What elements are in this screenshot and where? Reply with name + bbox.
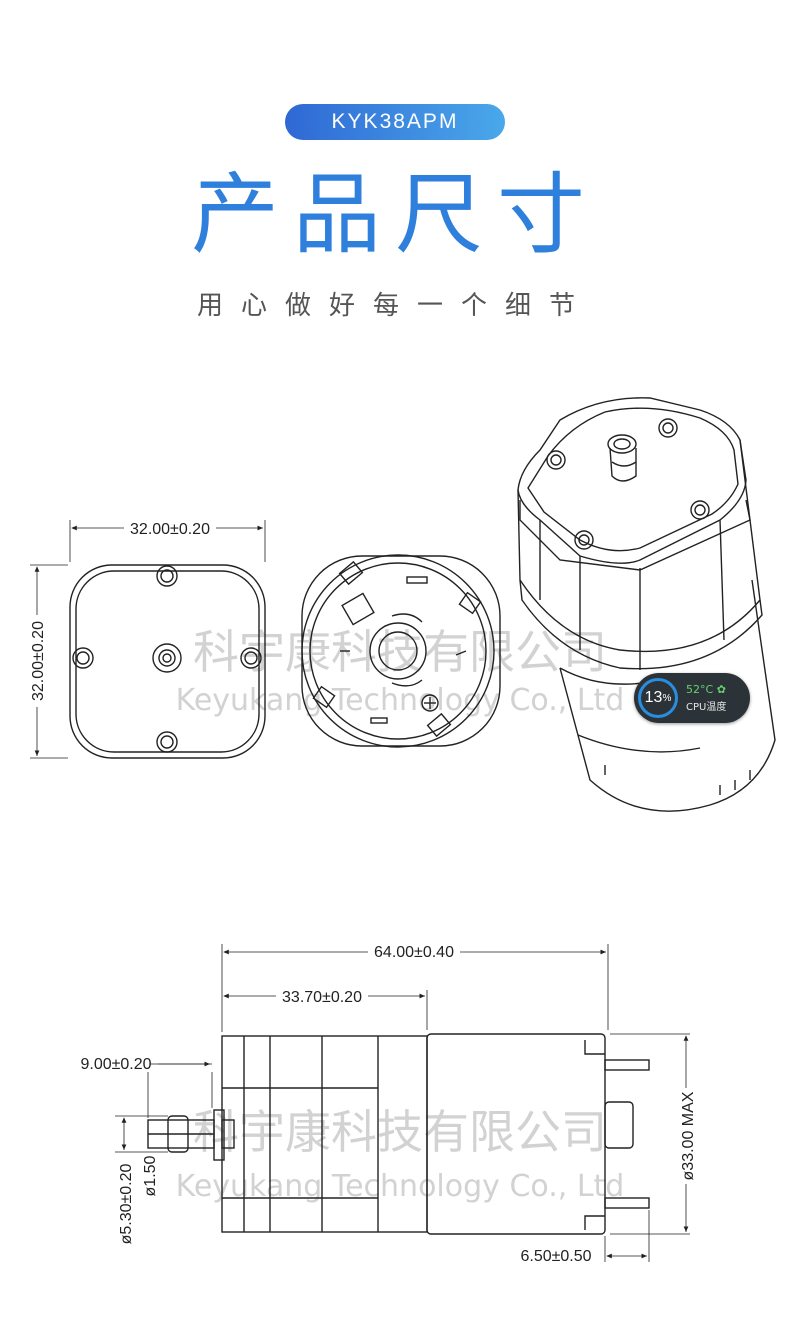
gearbox-length-dimension: 33.70±0.20 <box>282 989 362 1006</box>
product-perspective-drawing <box>517 397 776 812</box>
page-subtitle: 用心做好每一个细节 <box>196 291 593 321</box>
nozzle-inner-diameter-dimension: ø1.50 <box>142 1155 159 1196</box>
watermark-en-bottom: Keyukang Technology Co., Ltd <box>176 1169 625 1204</box>
watermark-cn-top: 科宇康科技有限公司 <box>193 625 607 679</box>
cpu-temperature-widget[interactable]: 13% 52°C ✿ CPU温度 <box>634 673 750 723</box>
motor-diameter-dimension: ø33.00 MAX <box>680 1091 697 1180</box>
top-height-dimension: 32.00±0.20 <box>30 621 47 701</box>
cpu-usage-unit: % <box>662 692 672 704</box>
bottom-view-drawing <box>301 554 501 748</box>
watermark-cn-bottom: 科宇康科技有限公司 <box>193 1105 607 1159</box>
top-width-dimension: 32.00±0.20 <box>130 521 210 538</box>
cpu-temperature-value: 52°C <box>686 683 714 696</box>
nozzle-length-dimension: 9.00±0.20 <box>80 1056 151 1073</box>
side-view-drawing <box>115 944 690 1262</box>
model-badge: KYK38APM <box>285 104 505 140</box>
cpu-temperature-label: CPU温度 <box>686 702 727 713</box>
cpu-usage-value: 13 <box>644 689 663 706</box>
watermark-en-top: Keyukang Technology Co., Ltd <box>176 683 625 718</box>
page-title: 产品尺寸 <box>190 163 599 266</box>
terminal-length-dimension: 6.50±0.50 <box>520 1248 591 1265</box>
total-length-dimension: 64.00±0.40 <box>374 944 454 961</box>
nozzle-outer-diameter-dimension: ø5.30±0.20 <box>118 1163 135 1244</box>
leaf-icon: ✿ <box>716 683 726 696</box>
cpu-usage-ring: 13% <box>638 678 678 718</box>
